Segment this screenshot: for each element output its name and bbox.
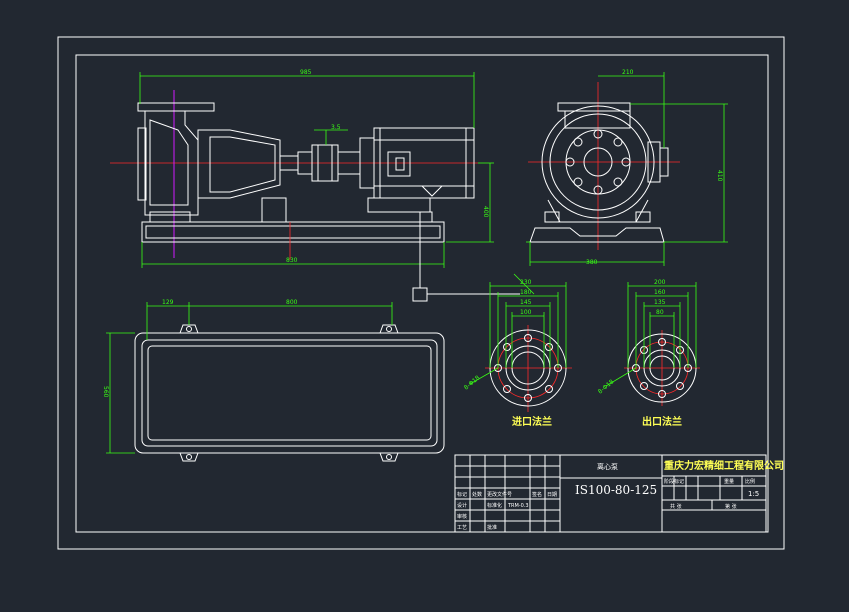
inlet-dim-2: 180 [520,289,532,296]
outlet-flange-label: 出口法兰 [642,415,682,428]
plan-dim-offset: 129 [162,299,174,306]
outlet-dim-2: 160 [654,289,666,296]
outlet-flange-view: 200 160 135 80 8-Φ18 出口法兰 [597,279,700,428]
side-dim-overall: 985 [300,69,312,76]
plan-dim-height: 560 [102,386,109,398]
tb-label-stage: 阶段标记 [664,478,684,485]
outlet-bolt-note: 8-Φ18 [597,378,616,395]
plan-dim-span: 800 [286,299,298,306]
tb-label-standard: 标准化 [487,502,502,509]
end-dim-height: 410 [716,170,723,182]
inlet-dim-1: 230 [520,279,532,286]
title-block: 标记 处数 更改文件号 签名 日期 设计 标准化 TRM-0.3 审核 工艺 批… [454,454,784,533]
outlet-dim-3: 135 [654,299,666,306]
end-view: 210 410 380 [526,69,728,266]
tb-label-scale: 比例 [745,478,755,485]
tb-label-total-sheets: 共 张 [670,503,682,510]
outer-frame [57,36,785,550]
tb-scale-value: 1:5 [748,490,759,498]
outlet-dim-1: 200 [654,279,666,286]
side-dim-base: 830 [286,257,298,264]
tb-label-weight: 重量 [724,478,734,485]
tb-label-mark: 标记 [457,491,467,498]
outlet-dim-4: 80 [656,309,664,316]
tb-code: TRM-0.3 [507,503,529,509]
inlet-flange-label: 进口法兰 [512,415,552,428]
tb-label-review: 审核 [457,513,467,520]
inlet-bolt-note: 8-Φ18 [463,374,482,391]
tb-label-count: 处数 [472,491,482,498]
tb-label-sheet-no: 第 张 [725,503,737,510]
tb-part-name: 离心泵 [597,462,618,471]
tb-label-date: 日期 [547,492,557,498]
tb-label-process: 工艺 [457,525,467,531]
tb-label-design: 设计 [457,502,467,509]
end-dim-base: 380 [586,259,598,266]
side-dim-shaft: 3.5 [331,124,341,131]
inlet-flange-view: 230 180 145 100 8-Φ18 进口法兰 [463,273,572,428]
tb-model: IS100-80-125 [575,483,657,497]
inner-frame [75,54,769,533]
side-view: 3.5 985 400 830 [110,69,520,302]
tb-label-approve: 批准 [487,524,497,531]
base-plan-view: 129 800 560 [102,299,445,462]
tb-company: 重庆力宏精细工程有限公司 [664,459,784,472]
tb-label-sign: 签名 [532,491,542,498]
end-dim-top: 210 [622,69,634,76]
inlet-dim-4: 100 [520,309,532,316]
tb-label-docno: 更改文件号 [487,491,512,498]
side-dim-height: 400 [482,206,489,218]
inlet-dim-3: 145 [520,299,532,306]
